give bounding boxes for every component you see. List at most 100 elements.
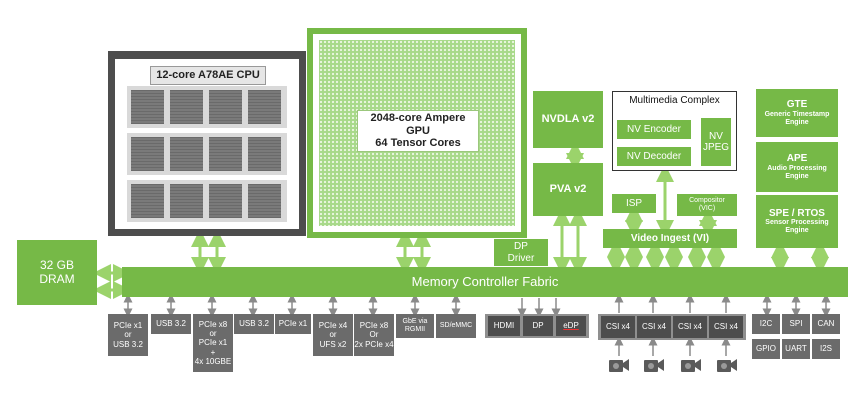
- gpu-block: 2048-core Ampere GPU 64 Tensor Cores: [307, 28, 527, 238]
- cpu-core: [170, 90, 203, 124]
- io-usb32-b-label: USB 3.2: [239, 319, 269, 329]
- green-arrows: [93, 141, 829, 299]
- cpu-core: [131, 137, 164, 171]
- gpu-label-line1: 2048-core Ampere GPU: [370, 112, 466, 137]
- io-csi-4-label: CSI x4: [713, 322, 738, 332]
- gte-block: GTE Generic Timestamp Engine: [756, 89, 838, 137]
- fabric-label: Memory Controller Fabric: [411, 273, 559, 289]
- io-edp-label: eDP: [563, 321, 579, 331]
- nv-encoder-block: NV Encoder: [617, 120, 691, 139]
- io-i2c: I2C: [752, 314, 780, 334]
- compositor-label: Compositor (VIC): [689, 196, 725, 212]
- io-csi-1: CSI x4: [601, 316, 635, 338]
- io-hdmi: HDMI: [488, 316, 520, 336]
- io-uart-label: UART: [785, 344, 807, 354]
- io-usb32-a-label: USB 3.2: [156, 319, 186, 329]
- nv-jpeg-block: NV JPEG: [701, 118, 731, 166]
- dram-label: 32 GB DRAM: [39, 257, 75, 286]
- cpu-label-bar: 12-core A78AE CPU: [150, 66, 266, 85]
- io-pcie-x4-label: PCIe x4 or UFS x2: [318, 321, 348, 349]
- nv-decoder-block: NV Decoder: [617, 147, 691, 166]
- io-i2s: I2S: [812, 339, 840, 359]
- nvdla-block: NVDLA v2: [533, 91, 603, 148]
- cpu-core-grid: [127, 86, 287, 222]
- dram-block: 32 GB DRAM: [17, 240, 97, 305]
- io-dp: DP: [523, 316, 553, 336]
- io-csi-1-label: CSI x4: [605, 322, 630, 332]
- io-edp: eDP: [556, 316, 586, 336]
- spe-block: SPE / RTOS Sensor Processing Engine: [756, 195, 838, 248]
- gte-subtitle: Generic Timestamp Engine: [764, 110, 830, 126]
- nv-jpeg-label: NV JPEG: [702, 130, 730, 154]
- nv-encoder-label: NV Encoder: [627, 123, 681, 135]
- cpu-core-row: [127, 133, 287, 175]
- camera-icon: [608, 357, 630, 373]
- multimedia-title: Multimedia Complex: [629, 95, 720, 106]
- compositor-block: Compositor (VIC): [677, 194, 737, 216]
- camera-icon: [716, 357, 738, 373]
- io-gbe-label: GbE via RGMII: [402, 317, 428, 333]
- io-gbe: GbE via RGMII: [396, 314, 434, 338]
- io-csi-4: CSI x4: [709, 316, 743, 338]
- cpu-core: [170, 137, 203, 171]
- io-pcie-x4: PCIe x4 or UFS x2: [313, 314, 353, 356]
- cpu-core: [248, 137, 281, 171]
- io-csi-3: CSI x4: [673, 316, 707, 338]
- dp-driver-label: DP Driver: [507, 241, 535, 264]
- io-uart: UART: [782, 339, 810, 359]
- io-hdmi-label: HDMI: [493, 321, 515, 331]
- multimedia-complex: Multimedia Complex NV Encoder NV Decoder…: [612, 91, 737, 171]
- ape-block: APE Audio Processing Engine: [756, 142, 838, 192]
- io-usb32-b: USB 3.2: [234, 314, 274, 334]
- io-pcie-usb-label: PCIe x1 or USB 3.2: [113, 321, 143, 349]
- gpu-label-box: 2048-core Ampere GPU 64 Tensor Cores: [357, 110, 479, 152]
- memory-controller-fabric: Memory Controller Fabric: [122, 267, 848, 297]
- dp-driver-block: DP Driver: [494, 239, 548, 266]
- io-pcie-x1-label: PCIe x1: [278, 319, 308, 329]
- cpu-core: [248, 90, 281, 124]
- gte-title: GTE: [786, 99, 808, 111]
- io-pcie-x8b: PCIe x8 Or 2x PCIe x4: [354, 314, 394, 356]
- cpu-core: [131, 184, 164, 218]
- io-sd-emmc: SD/eMMC: [436, 314, 476, 338]
- io-i2c-label: I2C: [759, 319, 773, 329]
- cpu-label: 12-core A78AE CPU: [156, 69, 260, 82]
- spe-subtitle: Sensor Processing Engine: [765, 219, 829, 235]
- io-pcie-x8-label: PCIe x8 or PCIe x1 + 4x 10GBE: [194, 320, 232, 366]
- io-arrows: [123, 293, 831, 356]
- io-gpio-label: GPIO: [755, 344, 776, 354]
- video-ingest-block: Video Ingest (VI): [603, 229, 737, 248]
- io-pcie-usb: PCIe x1 or USB 3.2: [108, 314, 148, 356]
- io-dp-label: DP: [532, 321, 544, 331]
- isp-block: ISP: [612, 194, 656, 213]
- pva-block: PVA v2: [533, 163, 603, 216]
- io-sd-emmc-label: SD/eMMC: [439, 321, 473, 329]
- io-usb32-a: USB 3.2: [151, 314, 191, 334]
- io-pcie-x8: PCIe x8 or PCIe x1 + 4x 10GBE: [193, 314, 233, 372]
- camera-icon: [680, 357, 702, 373]
- gpu-label-line2: 64 Tensor Cores: [375, 137, 461, 150]
- io-can-label: CAN: [817, 319, 835, 329]
- cpu-core-row: [127, 86, 287, 128]
- ape-title: APE: [786, 153, 808, 165]
- cpu-block: 12-core A78AE CPU: [108, 51, 306, 236]
- video-ingest-label: Video Ingest (VI): [630, 232, 710, 244]
- cpu-core: [170, 184, 203, 218]
- nv-decoder-label: NV Decoder: [626, 150, 682, 162]
- io-pcie-x8b-label: PCIe x8 Or 2x PCIe x4: [354, 321, 394, 349]
- cpu-core: [209, 184, 242, 218]
- io-pcie-x1: PCIe x1: [275, 314, 311, 334]
- cpu-core: [209, 137, 242, 171]
- spe-title: SPE / RTOS: [769, 207, 825, 219]
- cpu-core: [131, 90, 164, 124]
- io-csi-2-label: CSI x4: [641, 322, 666, 332]
- io-csi-2: CSI x4: [637, 316, 671, 338]
- cpu-core-row: [127, 180, 287, 222]
- pva-label: PVA v2: [549, 183, 587, 196]
- cpu-core: [248, 184, 281, 218]
- isp-label: ISP: [625, 197, 643, 209]
- io-spi-label: SPI: [789, 319, 803, 329]
- io-can: CAN: [812, 314, 840, 334]
